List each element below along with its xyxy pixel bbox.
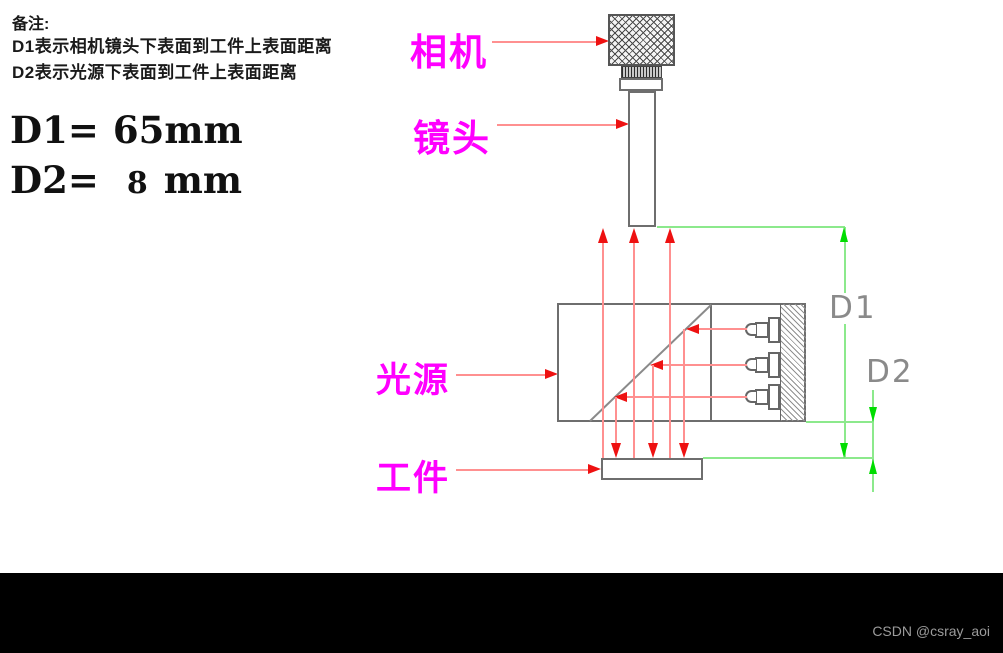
d2-dimension-line — [872, 390, 874, 492]
led-base — [768, 317, 780, 343]
workpiece-drawing — [601, 458, 703, 480]
led-base — [768, 352, 780, 378]
d2-extension-line-top — [806, 421, 874, 423]
led-beam-arrow-icon — [614, 392, 627, 402]
up-beam-line — [633, 243, 635, 458]
camera-label: 相机 — [410, 32, 488, 73]
d2-measurement-value: 8 — [126, 166, 148, 201]
d2-dimension-label: D2 — [864, 354, 916, 390]
d1-arrow-up-icon — [840, 227, 848, 242]
d2-arrow-down-icon — [869, 407, 877, 422]
light-source-label: 光源 — [376, 361, 451, 400]
led-base — [768, 384, 780, 410]
down-beam-line — [652, 365, 654, 444]
d2-arrow-up-icon — [869, 459, 877, 474]
led-beam-line — [698, 328, 747, 330]
camera-neck — [619, 78, 663, 91]
up-beam-line — [669, 243, 671, 458]
d1-arrow-down-icon — [840, 443, 848, 458]
up-beam-arrow-icon — [598, 228, 608, 243]
down-beam-arrow-icon — [611, 443, 621, 458]
note-d2-definition: D2表示光源下表面到工件上表面距离 — [12, 63, 298, 82]
d1-measurement-label: D1= — [10, 108, 99, 152]
csdn-watermark: CSDN @csray_aoi — [872, 623, 990, 639]
down-beam-line — [615, 397, 617, 444]
up-beam-line — [602, 243, 604, 458]
up-beam-arrow-icon — [665, 228, 675, 243]
led-beam-line — [626, 396, 747, 398]
down-beam-line — [683, 329, 685, 444]
workpiece-leader-arrow-icon — [588, 464, 601, 474]
led-body — [755, 357, 769, 373]
led-body — [755, 389, 769, 405]
d1-dimension-label: D1 — [827, 290, 879, 326]
workpiece-extension-line — [703, 457, 874, 459]
d2-measurement-label: D2= — [10, 158, 99, 202]
notes-title: 备注: — [12, 16, 50, 33]
workpiece-label: 工件 — [376, 459, 451, 498]
led-mount-hatched-wall — [780, 304, 806, 421]
d2-measurement: D2= 8 mm — [10, 158, 242, 202]
light-source-divider — [710, 303, 712, 422]
led-body — [755, 322, 769, 338]
led-beam-line — [662, 364, 747, 366]
d1-measurement: D1= 65mm — [10, 108, 243, 152]
d1-measurement-value: 65mm — [112, 108, 243, 152]
led-beam-arrow-icon — [650, 360, 663, 370]
footer-bar: CSDN @csray_aoi — [0, 573, 1003, 653]
d1-extension-line-top — [657, 226, 845, 228]
lens-label: 镜头 — [413, 118, 491, 159]
down-beam-arrow-icon — [648, 443, 658, 458]
camera-drawing — [608, 14, 675, 66]
led-beam-arrow-icon — [686, 324, 699, 334]
lens-tube-drawing — [628, 91, 656, 227]
note-d1-definition: D1表示相机镜头下表面到工件上表面距离 — [12, 37, 333, 56]
camera-ribbed-mount — [621, 66, 662, 78]
light-source-leader-arrow-icon — [545, 369, 558, 379]
d2-measurement-unit: mm — [163, 158, 243, 202]
down-beam-arrow-icon — [679, 443, 689, 458]
up-beam-arrow-icon — [629, 228, 639, 243]
camera-leader-line — [492, 41, 596, 43]
workpiece-leader-line — [456, 469, 588, 471]
lens-leader-arrow-icon — [616, 119, 629, 129]
camera-leader-arrow-icon — [596, 36, 609, 46]
d1-dimension-line — [844, 227, 846, 458]
light-source-leader-line — [456, 374, 545, 376]
lens-leader-line — [497, 124, 616, 126]
